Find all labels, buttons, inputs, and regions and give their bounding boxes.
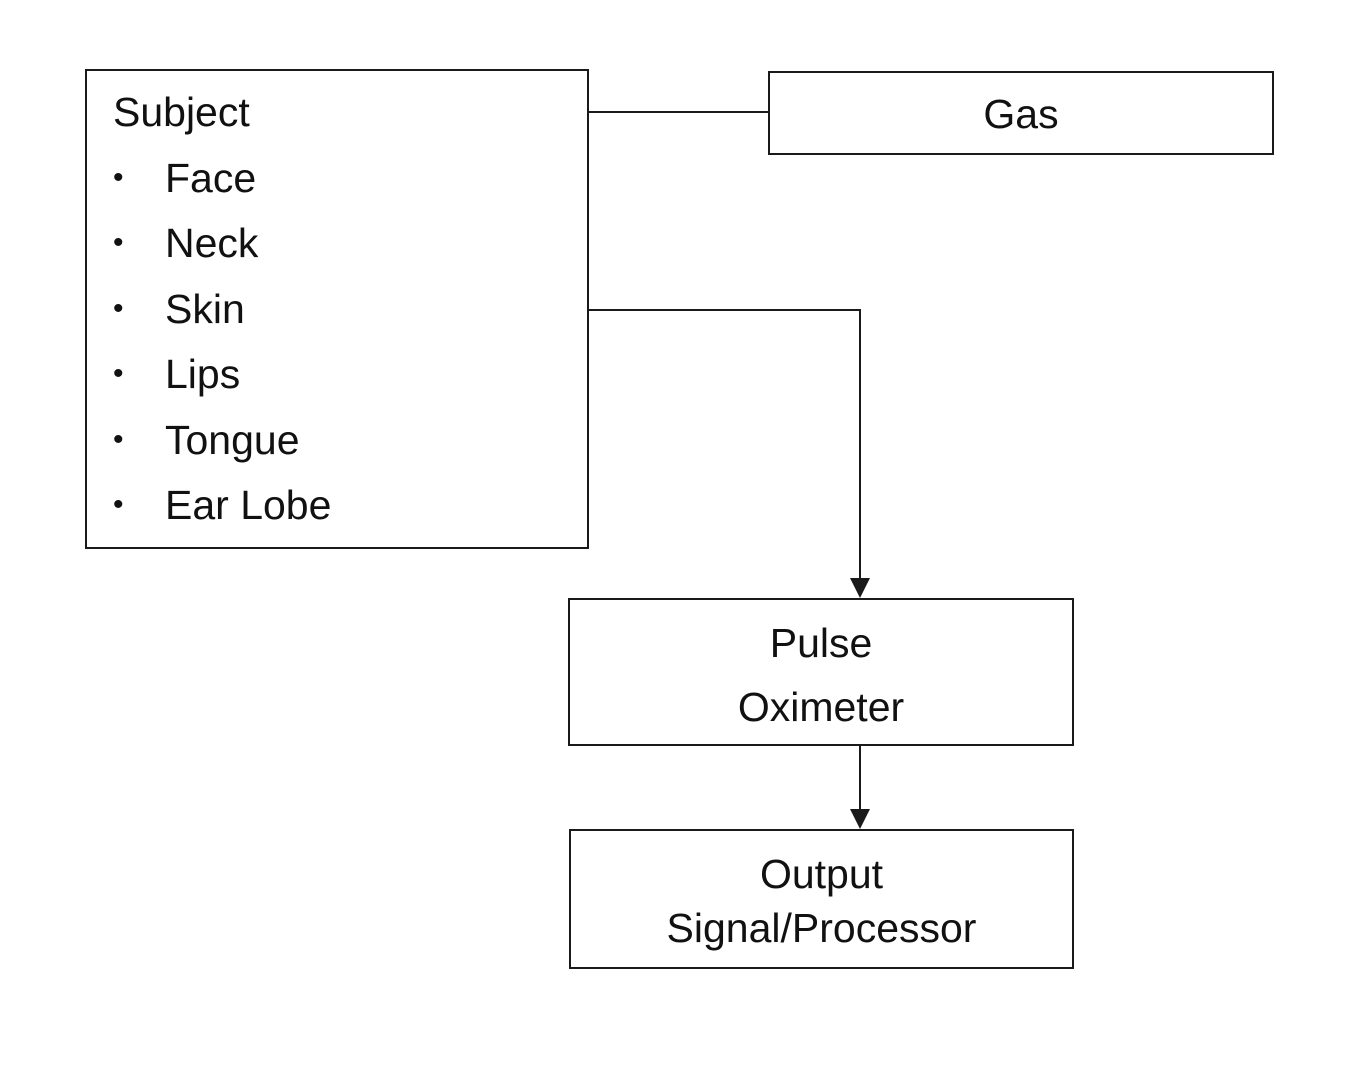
subject-title: Subject <box>113 89 250 135</box>
output-label-line2: Signal/Processor <box>571 905 1072 951</box>
output-box: Output Signal/Processor <box>569 829 1074 969</box>
list-item-label: Skin <box>165 286 245 332</box>
pulse-oximeter-box: Pulse Oximeter <box>568 598 1074 746</box>
bullet-icon: • <box>113 482 133 528</box>
list-item-label: Tongue <box>165 417 300 463</box>
pulse-oximeter-label-line1: Pulse <box>570 620 1072 666</box>
subject-box: Subject • Face • Neck • Skin • Lips • To… <box>85 69 589 549</box>
bullet-icon: • <box>113 417 133 463</box>
pulse-output-arrowhead <box>850 809 870 829</box>
subject-pulse-arrowhead <box>850 578 870 598</box>
list-item-label: Lips <box>165 351 240 397</box>
list-item-label: Neck <box>165 220 258 266</box>
bullet-icon: • <box>113 351 133 397</box>
gas-box: Gas <box>768 71 1274 155</box>
pulse-oximeter-label-line2: Oximeter <box>570 684 1072 730</box>
bullet-icon: • <box>113 155 133 201</box>
gas-label: Gas <box>770 91 1272 137</box>
output-label-line1: Output <box>571 851 1072 897</box>
subject-pulse-connector <box>589 310 860 580</box>
list-item-label: Face <box>165 155 256 201</box>
bullet-icon: • <box>113 220 133 266</box>
list-item-label: Ear Lobe <box>165 482 331 528</box>
bullet-icon: • <box>113 286 133 332</box>
